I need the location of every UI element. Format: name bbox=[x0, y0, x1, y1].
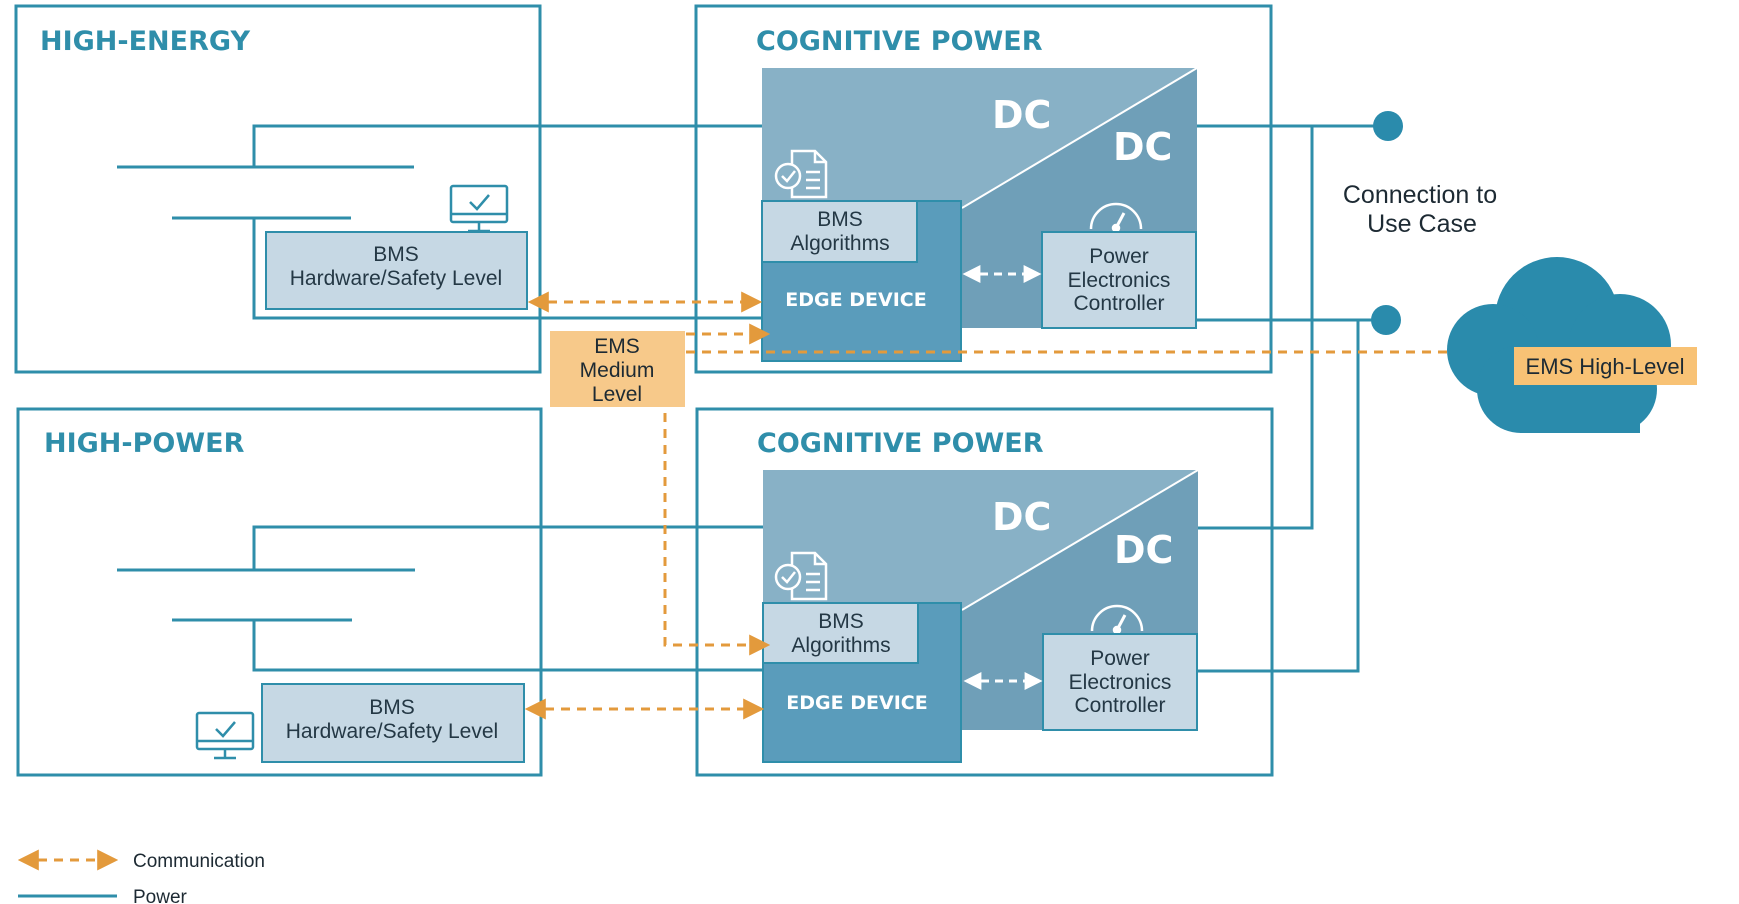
bms-algorithms-line2-top: Algorithms bbox=[790, 232, 889, 255]
power-electronics-line2-top: Electronics bbox=[1068, 269, 1171, 292]
edge-device-label-bottom: EDGE DEVICE bbox=[786, 692, 927, 714]
power-electronics-box-bottom bbox=[1042, 633, 1198, 731]
power-electronics-box-top bbox=[1041, 231, 1197, 329]
dc-output-label-bottom: DC bbox=[1114, 528, 1173, 572]
cognitive-power-bottom-title: COGNITIVE POWER bbox=[757, 428, 1044, 459]
high-energy-title: HIGH-ENERGY bbox=[40, 26, 250, 57]
bms-hardware-line1-bottom: BMS bbox=[369, 696, 415, 719]
bms-algorithms-line1-bottom: BMS bbox=[818, 610, 864, 633]
monitor-check-icon bbox=[449, 184, 509, 233]
power-electronics-line1-top: Power bbox=[1089, 245, 1149, 268]
dc-output-label-top: DC bbox=[1113, 125, 1172, 169]
gauge-icon bbox=[1090, 604, 1144, 635]
bms-hardware-line1-top: BMS bbox=[373, 243, 419, 266]
document-check-icon bbox=[774, 149, 828, 199]
dc-input-label-bottom: DC bbox=[992, 495, 1051, 539]
dc-input-label-top: DC bbox=[992, 93, 1051, 137]
legend-power-label: Power bbox=[133, 887, 188, 904]
use-case-terminal-bottom bbox=[1371, 305, 1401, 335]
gauge-icon bbox=[1089, 202, 1143, 233]
ems-medium-line2: Medium bbox=[580, 359, 655, 382]
edge-device-label-top: EDGE DEVICE bbox=[785, 289, 926, 311]
bms-algorithms-line2-bottom: Algorithms bbox=[791, 634, 890, 657]
connection-label-line1: Connection to bbox=[1343, 181, 1497, 209]
power-electronics-line1-bottom: Power bbox=[1090, 647, 1150, 670]
high-power-title: HIGH-POWER bbox=[44, 428, 245, 459]
bms-algorithms-box-top bbox=[761, 200, 918, 263]
use-case-terminal-top bbox=[1373, 111, 1403, 141]
ems-high-level-box bbox=[1514, 347, 1697, 385]
communication-lines bbox=[524, 291, 1475, 720]
power-electronics-line3-bottom: Controller bbox=[1074, 694, 1165, 717]
legend-communication-label: Communication bbox=[133, 851, 265, 872]
bms-algorithms-box-bottom bbox=[762, 602, 919, 664]
ems-medium-line1: EMS bbox=[594, 335, 640, 358]
ems-medium-level-box bbox=[550, 331, 685, 407]
cognitive-power-top-title: COGNITIVE POWER bbox=[756, 26, 1043, 57]
bms-hardware-box-bottom bbox=[261, 683, 525, 763]
ems-high-level-label: EMS High-Level bbox=[1526, 354, 1685, 379]
document-check-icon bbox=[774, 551, 828, 601]
power-electronics-line3-top: Controller bbox=[1073, 292, 1164, 315]
cloud-icon bbox=[1447, 257, 1671, 433]
bms-hardware-line2-top: Hardware/Safety Level bbox=[290, 267, 502, 290]
bms-hardware-box-top bbox=[265, 231, 528, 310]
power-electronics-line2-bottom: Electronics bbox=[1069, 671, 1172, 694]
connection-label-line2: Use Case bbox=[1367, 210, 1477, 238]
bms-algorithms-line1-top: BMS bbox=[817, 208, 863, 231]
monitor-check-icon bbox=[195, 711, 255, 760]
power-lines bbox=[117, 124, 1388, 673]
ems-medium-line3: Level bbox=[592, 383, 642, 406]
bms-hardware-line2-bottom: Hardware/Safety Level bbox=[286, 720, 498, 743]
comm-ems-edge-bottom bbox=[663, 413, 771, 656]
